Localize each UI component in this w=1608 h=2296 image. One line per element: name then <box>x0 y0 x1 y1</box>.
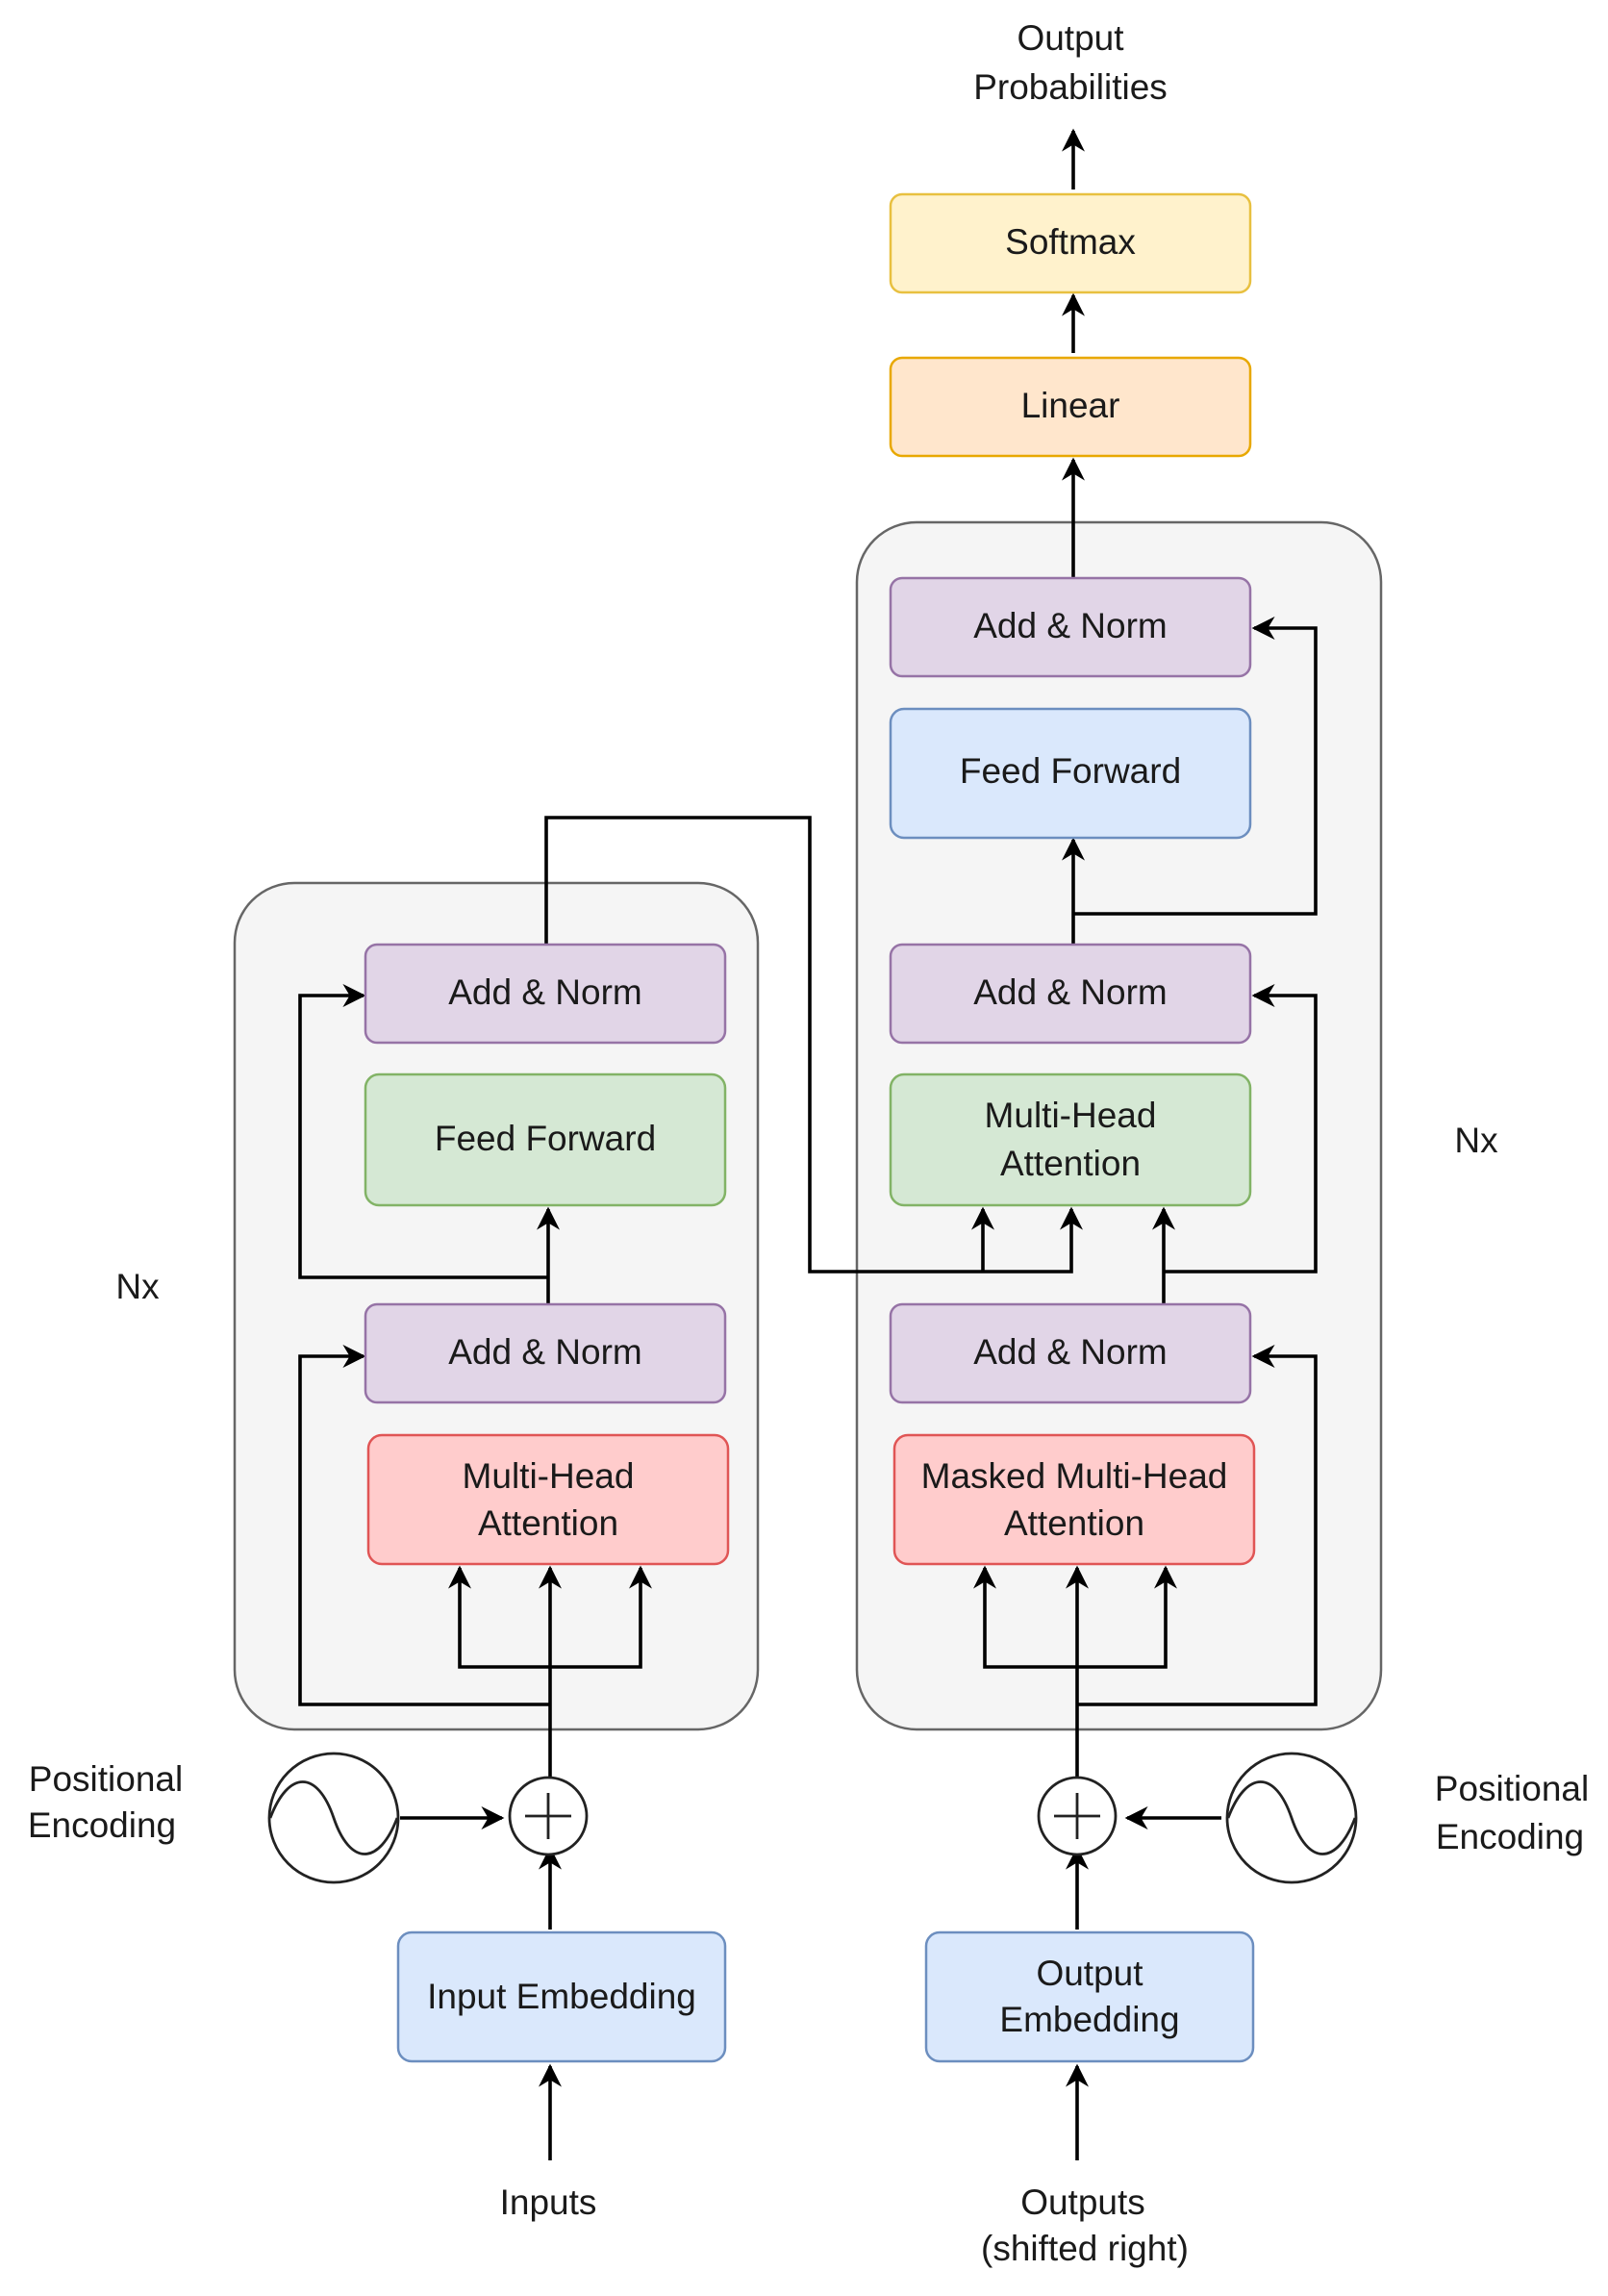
svg-text:Outputs: Outputs <box>1020 2182 1145 2222</box>
svg-text:Attention: Attention <box>478 1503 618 1543</box>
decoder-add-norm-top: Add & Norm <box>889 576 1252 678</box>
encoder-add-norm-bottom: Add & Norm <box>364 1302 727 1404</box>
encoder-positional-encoding-label: Positional Encoding <box>28 1759 183 1845</box>
decoder-residual-3 <box>1073 617 1318 916</box>
encoder-add-norm-top: Add & Norm <box>364 943 727 1045</box>
softmax-box: Softmax <box>889 192 1252 294</box>
svg-text:Feed Forward: Feed Forward <box>960 751 1181 791</box>
decoder-masked-attention: Masked Multi-Head Attention <box>892 1433 1256 1566</box>
linear-label: Linear <box>1021 386 1120 425</box>
output-label-line-1: Output <box>1017 18 1124 58</box>
svg-text:Positional: Positional <box>1435 1769 1589 1808</box>
arrow-to-masked-attention-q <box>973 1565 1077 1669</box>
svg-text:Embedding: Embedding <box>999 2000 1179 2039</box>
output-label-line-2: Probabilities <box>973 67 1168 107</box>
encoder-attention: Multi-Head Attention <box>366 1433 730 1566</box>
encoder-positional-encoding-icon <box>267 1752 400 1884</box>
svg-text:Output: Output <box>1036 1954 1143 1993</box>
linear-box: Linear <box>889 356 1252 458</box>
svg-text:Feed Forward: Feed Forward <box>435 1119 656 1158</box>
encoder-residual-1 <box>298 1345 550 1706</box>
svg-text:Multi-Head: Multi-Head <box>463 1456 635 1496</box>
decoder-repeat-label: Nx <box>1454 1121 1498 1160</box>
svg-text:Multi-Head: Multi-Head <box>985 1096 1157 1135</box>
arrow-to-encoder-attention-k <box>550 1565 652 1669</box>
arrow-to-encoder-attention-q <box>448 1565 550 1669</box>
decoder-add-icon <box>1037 1776 1118 1856</box>
svg-text:Add & Norm: Add & Norm <box>973 1332 1168 1372</box>
decoder-residual-1 <box>1077 1345 1318 1706</box>
top-output-label: Output Probabilities <box>973 18 1168 107</box>
encoder-add-icon <box>508 1776 589 1856</box>
svg-text:Add & Norm: Add & Norm <box>448 972 642 1012</box>
encoder-residual-2 <box>298 984 548 1279</box>
svg-text:Add & Norm: Add & Norm <box>973 606 1168 645</box>
connectors <box>298 128 1318 2160</box>
svg-text:Attention: Attention <box>1004 1503 1144 1543</box>
encoder-output-to-cross-attention <box>544 816 1083 1274</box>
decoder-add-norm-bottom: Add & Norm <box>889 1302 1252 1404</box>
svg-text:(shifted right): (shifted right) <box>981 2229 1189 2268</box>
svg-text:Add & Norm: Add & Norm <box>448 1332 642 1372</box>
outputs-label: Outputs (shifted right) <box>981 2182 1189 2268</box>
svg-text:Encoding: Encoding <box>1436 1817 1584 1856</box>
decoder-positional-encoding-icon <box>1225 1752 1358 1884</box>
softmax-label: Softmax <box>1005 222 1136 262</box>
output-embedding-box: Output Embedding <box>924 1930 1255 2063</box>
svg-text:Input Embedding: Input Embedding <box>427 1977 696 2016</box>
svg-text:Positional: Positional <box>29 1759 183 1799</box>
decoder-cross-attention: Multi-Head Attention <box>889 1072 1252 1207</box>
input-embedding-box: Input Embedding <box>396 1930 727 2063</box>
decoder-add-norm-middle: Add & Norm <box>889 943 1252 1045</box>
inputs-label: Inputs <box>500 2182 597 2222</box>
svg-text:Masked Multi-Head: Masked Multi-Head <box>921 1456 1228 1496</box>
arrow-to-masked-attention-k <box>1077 1565 1177 1669</box>
svg-text:Add & Norm: Add & Norm <box>973 972 1168 1012</box>
decoder-residual-2 <box>1164 984 1318 1274</box>
svg-text:Attention: Attention <box>1000 1144 1141 1183</box>
encoder-repeat-label: Nx <box>115 1267 160 1306</box>
decoder-positional-encoding-label: Positional Encoding <box>1435 1769 1589 1856</box>
svg-text:Encoding: Encoding <box>28 1805 176 1845</box>
decoder-feed-forward: Feed Forward <box>889 707 1252 840</box>
encoder-feed-forward: Feed Forward <box>364 1072 727 1207</box>
